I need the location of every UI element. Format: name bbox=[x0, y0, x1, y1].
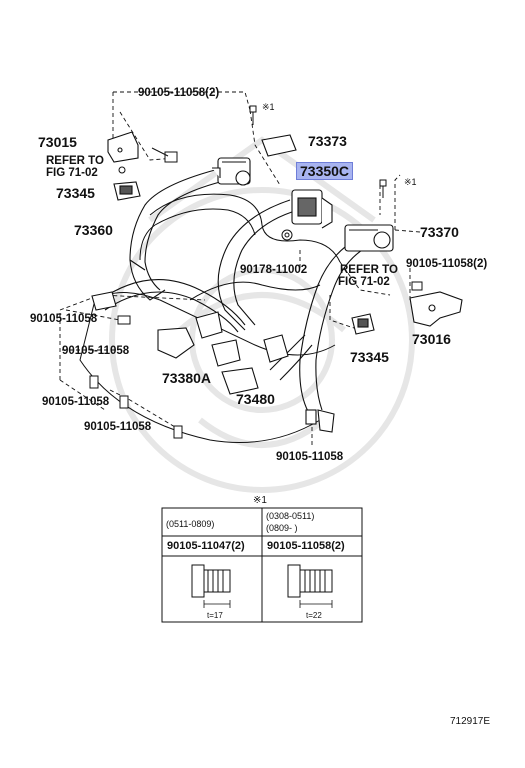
bracket-73016 bbox=[409, 291, 463, 327]
screw-top-center bbox=[249, 105, 257, 125]
table-col1-date: (0511-0809) bbox=[166, 519, 215, 529]
right-belt-strap bbox=[269, 239, 366, 416]
left-belt-strap bbox=[99, 169, 246, 333]
label-90105-left-c[interactable]: 90105-11058 bbox=[42, 396, 110, 408]
refer-right-line2[interactable]: FIG 71-02 bbox=[338, 276, 390, 288]
nut-90178 bbox=[281, 229, 293, 241]
label-90105-left-d[interactable]: 90105-11058 bbox=[84, 421, 152, 433]
label-73350C-highlighted[interactable]: 73350C bbox=[296, 162, 354, 180]
bolt-right bbox=[411, 281, 423, 291]
label-90105-top[interactable]: 90105-11058(2) bbox=[138, 87, 220, 99]
bolt-drawing-t22 bbox=[287, 564, 333, 608]
label-73345-left[interactable]: 73345 bbox=[56, 185, 95, 201]
center-belt-strap bbox=[217, 199, 299, 331]
buckle-73480 bbox=[221, 334, 289, 395]
rear-seat-cushion bbox=[79, 292, 336, 443]
buckle-73380A bbox=[157, 311, 241, 367]
label-73380A[interactable]: 73380A bbox=[162, 370, 212, 386]
bolt-drawing-t17 bbox=[191, 564, 231, 608]
label-73015[interactable]: 73015 bbox=[38, 134, 77, 150]
figure-code: 712917E bbox=[450, 716, 491, 727]
screw-left-small bbox=[118, 166, 126, 174]
label-73360[interactable]: 73360 bbox=[74, 222, 113, 238]
label-73480[interactable]: 73480 bbox=[236, 391, 275, 407]
label-90105-left-b[interactable]: 90105-11058 bbox=[62, 345, 130, 357]
label-73373[interactable]: 73373 bbox=[308, 133, 347, 149]
anchor-left-lower bbox=[91, 291, 117, 311]
bolts-left bbox=[89, 315, 183, 439]
note-mark-right: ※1 bbox=[404, 177, 417, 187]
cover-73373 bbox=[261, 134, 297, 157]
retractor-73015 bbox=[212, 157, 251, 186]
retractor-73350C bbox=[291, 189, 333, 229]
anchor-right-lower bbox=[305, 409, 335, 433]
table-col2-date-2: (0809- ) bbox=[266, 523, 298, 533]
label-90178[interactable]: 90178-11002 bbox=[240, 264, 308, 276]
table-col2-length: t=22 bbox=[306, 611, 322, 620]
label-90105-right[interactable]: 90105-11058(2) bbox=[406, 258, 488, 270]
table-col2-part[interactable]: 90105-11058(2) bbox=[267, 540, 345, 552]
retractor-73370 bbox=[344, 224, 394, 252]
bracket-73015 bbox=[107, 131, 139, 163]
label-73345-right[interactable]: 73345 bbox=[350, 349, 389, 365]
label-90105-left-a[interactable]: 90105-11058 bbox=[30, 313, 98, 325]
refer-left-line1[interactable]: REFER TO bbox=[46, 155, 104, 167]
clip-73345-left bbox=[113, 181, 141, 201]
bolt-top bbox=[151, 147, 178, 163]
label-73016[interactable]: 73016 bbox=[412, 331, 451, 347]
table-col1-length: t=17 bbox=[207, 611, 223, 620]
table-col1-part[interactable]: 90105-11047(2) bbox=[167, 540, 245, 552]
clip-73345-right bbox=[351, 313, 375, 335]
screw-right bbox=[379, 179, 387, 198]
table-col2-date-1: (0308-0511) bbox=[266, 511, 315, 521]
bolt-spec-table bbox=[161, 507, 363, 623]
note-mark-top: ※1 bbox=[262, 102, 275, 112]
label-73370[interactable]: 73370 bbox=[420, 224, 459, 240]
table-note-mark: ※1 bbox=[253, 495, 267, 506]
refer-left-line2[interactable]: FIG 71-02 bbox=[46, 167, 98, 179]
refer-right-line1[interactable]: REFER TO bbox=[340, 264, 398, 276]
label-90105-bottom[interactable]: 90105-11058 bbox=[276, 451, 344, 463]
